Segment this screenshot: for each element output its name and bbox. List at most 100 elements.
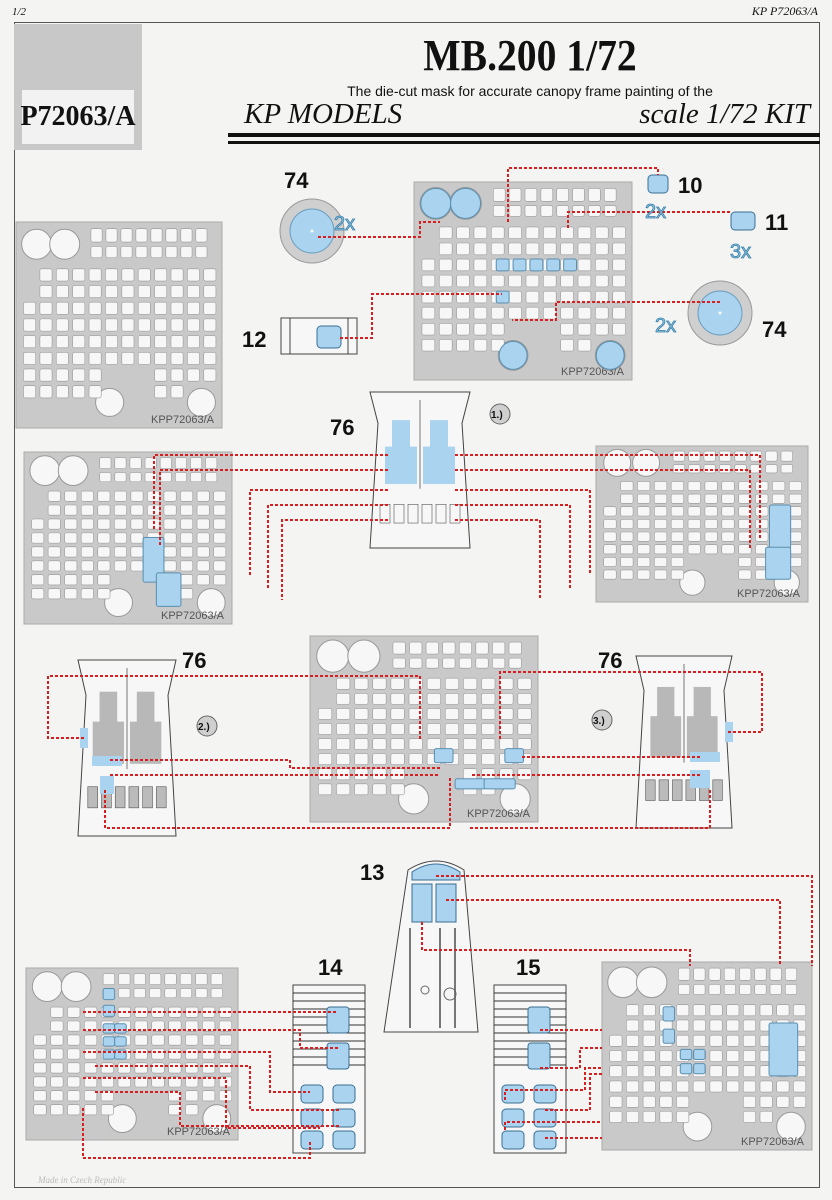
product-code: P72063/A xyxy=(20,90,136,144)
fret-cutout xyxy=(442,641,456,655)
fret-cutout xyxy=(347,639,381,673)
fret-cutout xyxy=(556,188,569,202)
fret-cutout xyxy=(187,318,200,332)
leader-line xyxy=(455,504,571,590)
fret-cutout xyxy=(540,205,554,217)
fret-cutout xyxy=(210,988,223,999)
fret-cutout xyxy=(508,641,522,655)
fret-cutout xyxy=(100,1076,114,1088)
fret-cutout xyxy=(392,657,406,669)
main-pane xyxy=(686,716,718,758)
fret-cutout xyxy=(196,518,210,530)
lower-pane xyxy=(672,779,683,801)
part-76-step1 xyxy=(369,391,471,549)
fret-cutout xyxy=(168,1104,182,1116)
fret-cutout xyxy=(114,457,127,470)
lower-pane xyxy=(407,504,419,524)
fret-cutout xyxy=(117,1076,131,1088)
fret-cutout xyxy=(84,1076,98,1088)
fret-cutout xyxy=(620,481,634,491)
fret-cutout xyxy=(317,738,333,750)
fret-cutout xyxy=(137,285,151,299)
fret-cutout xyxy=(473,306,488,320)
mask-highlight xyxy=(662,1028,676,1044)
fret-cutout xyxy=(180,588,194,600)
fret-cutout xyxy=(154,301,168,315)
fret-cutout xyxy=(421,339,436,352)
lower-pane xyxy=(645,779,656,801)
canopy-pane xyxy=(533,1130,557,1150)
fret-cutout xyxy=(525,226,540,240)
fret-cutout xyxy=(31,560,45,572)
fret-cutout xyxy=(540,188,554,202)
canopy-pane xyxy=(332,1130,356,1150)
fret-cutout xyxy=(456,306,470,320)
fret-cutout xyxy=(603,519,617,529)
fret-cutout xyxy=(80,532,94,544)
fret-cutout xyxy=(780,464,793,474)
fret-cutout xyxy=(100,1104,114,1116)
center-dot xyxy=(718,311,722,315)
fret-cutout xyxy=(734,464,747,474)
fret-cutout xyxy=(121,335,135,349)
fret-cutout xyxy=(180,546,194,558)
leader-line xyxy=(95,1065,340,1111)
mask-highlight xyxy=(420,187,452,219)
fret-cutout xyxy=(560,322,574,336)
fret-cutout xyxy=(742,1050,756,1062)
fret-cutout xyxy=(218,1020,233,1032)
fret-cutout xyxy=(50,1006,64,1018)
fret-cutout xyxy=(603,544,617,555)
fret-cutout xyxy=(653,493,668,504)
fret-cutout xyxy=(776,1095,790,1108)
fret-cutout xyxy=(626,1050,640,1062)
fret-cutout xyxy=(187,301,200,315)
fret-cutout xyxy=(572,188,585,202)
fret-cutout xyxy=(421,274,436,288)
fret-cutout xyxy=(55,368,69,382)
leader-line xyxy=(340,293,502,339)
fret-cutout xyxy=(72,335,86,349)
fret-cutout xyxy=(687,531,701,542)
fret-cutout xyxy=(354,677,369,690)
fret-cutout xyxy=(780,450,793,462)
fret-cutout xyxy=(187,335,200,349)
fret-cutout xyxy=(678,984,691,995)
fret-cutout xyxy=(105,268,118,282)
fret-cutout xyxy=(170,285,184,299)
fret-cutout xyxy=(508,306,522,320)
mask-highlight xyxy=(679,1048,693,1061)
fret-cutout xyxy=(463,693,478,705)
fret-cutout xyxy=(442,657,456,669)
fret-cutout xyxy=(170,385,184,399)
fret-cutout xyxy=(174,457,187,470)
upper-pane xyxy=(657,686,675,722)
fret-cutout xyxy=(72,368,86,382)
fret-cutout xyxy=(456,290,470,304)
fret-cutout xyxy=(670,493,684,504)
fret-cutout xyxy=(55,301,69,315)
fret-cutout xyxy=(481,738,496,750)
fret-cutout xyxy=(185,1006,199,1018)
fret-cutout xyxy=(105,285,118,299)
part-label-12: 12 xyxy=(242,327,266,352)
mask-highlight xyxy=(690,770,710,788)
fret-cutout xyxy=(560,306,574,320)
fret-cutout xyxy=(336,693,351,705)
leader-line xyxy=(83,1029,338,1049)
canopy-pane xyxy=(332,1108,356,1128)
fret-cutout xyxy=(703,464,716,474)
fret-cutout xyxy=(688,464,701,474)
fret-cutout xyxy=(129,472,142,483)
fret-cutout xyxy=(612,322,626,336)
fret-cutout xyxy=(336,677,351,690)
fret-cutout xyxy=(185,1062,199,1074)
fret-cutout xyxy=(620,531,634,542)
fret-cutout xyxy=(213,546,227,558)
fret-cutout xyxy=(456,322,470,336)
fret-cutout xyxy=(659,1095,673,1108)
part-10-mask xyxy=(647,174,669,194)
fret-cutout xyxy=(118,988,131,999)
leader-line xyxy=(83,1051,310,1093)
fret-cutout xyxy=(609,1050,623,1062)
